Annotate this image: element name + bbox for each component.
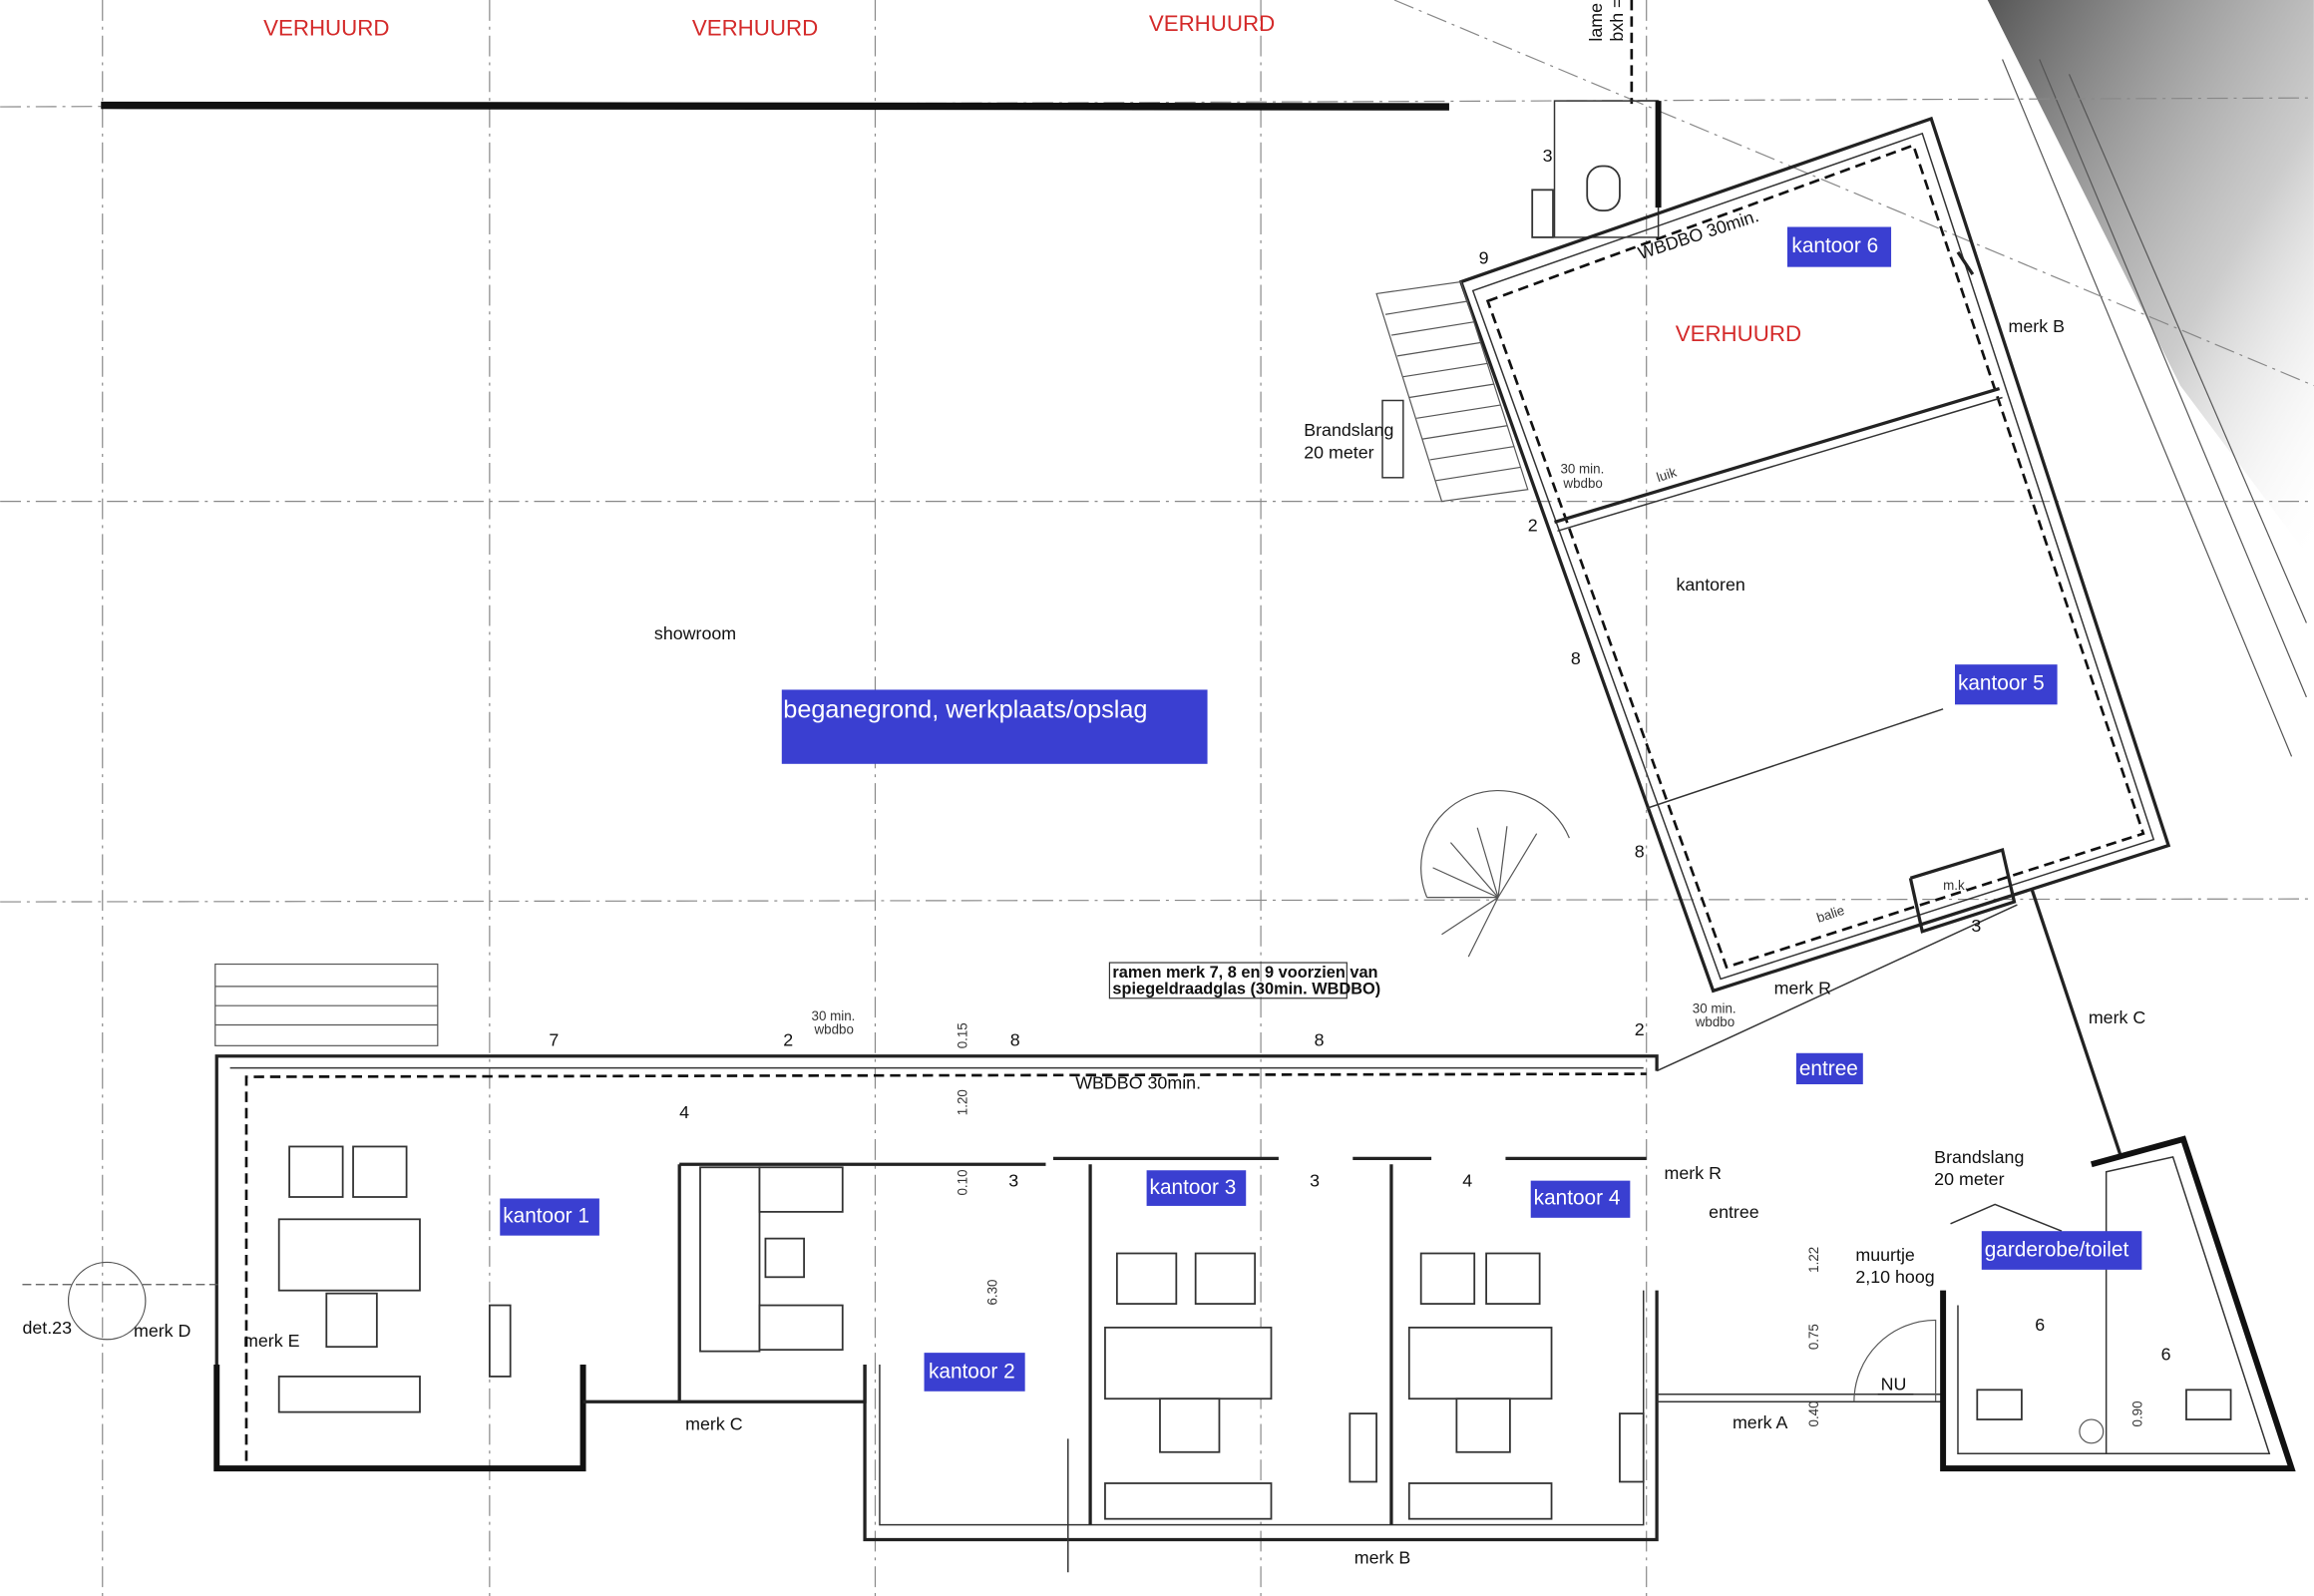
svg-text:30 min.: 30 min. [1560, 461, 1604, 476]
svg-text:kantoor 4: kantoor 4 [1534, 1186, 1621, 1209]
svg-text:wbdbo: wbdbo [1695, 1014, 1735, 1029]
svg-text:8: 8 [1571, 648, 1581, 668]
svg-text:2: 2 [783, 1029, 793, 1049]
svg-text:NU: NU [1881, 1374, 1907, 1394]
svg-text:3: 3 [1310, 1171, 1320, 1191]
svg-text:20 meter: 20 meter [1304, 442, 1373, 462]
svg-text:m.k.: m.k. [1943, 878, 1968, 893]
svg-text:2: 2 [1635, 1019, 1645, 1039]
svg-text:det.23: det.23 [22, 1318, 72, 1338]
svg-text:7: 7 [549, 1029, 559, 1049]
plan-annotations: showroom kantoren entree Brandslang 20 m… [22, 205, 2145, 1567]
svg-text:wbdbo: wbdbo [1562, 476, 1602, 491]
rented-label: VERHUURD [692, 16, 818, 41]
svg-text:WBDBO 30min.: WBDBO 30min. [1075, 1072, 1201, 1092]
svg-text:entree: entree [1709, 1202, 1759, 1222]
room-label-kantoor-6: kantoor 6 [1786, 226, 1892, 267]
svg-text:3: 3 [1971, 916, 1981, 936]
room-label-kantoor-2: kantoor 2 [924, 1353, 1025, 1392]
svg-text:9: 9 [1479, 248, 1489, 268]
svg-text:Brandslang: Brandslang [1304, 420, 1393, 440]
svg-text:merk R: merk R [1665, 1163, 1723, 1183]
svg-text:merk C: merk C [2089, 1007, 2146, 1027]
svg-text:merk A: merk A [1733, 1412, 1788, 1432]
svg-text:merk R: merk R [1774, 978, 1832, 998]
svg-text:0.90: 0.90 [2129, 1400, 2144, 1426]
svg-text:kantoren: kantoren [1676, 575, 1744, 595]
lower-office-block [213, 1054, 1659, 1573]
svg-text:kantoor 3: kantoor 3 [1150, 1176, 1237, 1199]
mark-numbers: 7 2 8 8 4 3 3 4 9 2 8 8 2 3 3 6 6 [549, 146, 2170, 1364]
svg-text:beganegrond, werkplaats/opslag: beganegrond, werkplaats/opslag [783, 696, 1147, 724]
svg-text:8: 8 [1635, 841, 1645, 861]
svg-text:1.22: 1.22 [1806, 1247, 1821, 1273]
svg-text:merk E: merk E [243, 1331, 300, 1351]
top-wall [101, 101, 1449, 111]
room-label-kantoor-1: kantoor 1 [500, 1198, 599, 1236]
svg-text:spiegeldraadglas (30min. WBDBO: spiegeldraadglas (30min. WBDBO) [1112, 980, 1380, 998]
room-label-kantoor-3: kantoor 3 [1146, 1170, 1247, 1206]
svg-text:6.30: 6.30 [984, 1280, 999, 1306]
svg-text:kantoor 6: kantoor 6 [1791, 234, 1878, 257]
rented-label: VERHUURD [263, 16, 389, 41]
detail-circle [67, 1261, 147, 1341]
svg-text:6: 6 [2161, 1345, 2171, 1365]
spiral-stair [1420, 789, 1570, 958]
svg-text:2: 2 [1528, 515, 1538, 535]
room-label-kantoor-5: kantoor 5 [1955, 664, 2058, 705]
svg-text:lame: lame [1586, 3, 1606, 42]
svg-text:1.20: 1.20 [956, 1089, 970, 1115]
rented-label: VERHUURD [1676, 321, 1801, 346]
svg-text:merk C: merk C [685, 1413, 743, 1433]
svg-text:Brandslang: Brandslang [1934, 1147, 2024, 1167]
street-lines [2002, 59, 2307, 757]
svg-text:2,10 hoog: 2,10 hoog [1855, 1267, 1934, 1287]
stairs-lower [214, 963, 439, 1046]
svg-text:6: 6 [2035, 1315, 2045, 1335]
svg-text:garderobe/toilet: garderobe/toilet [1985, 1238, 2129, 1261]
svg-text:0.15: 0.15 [956, 1022, 970, 1048]
svg-text:4: 4 [1462, 1171, 1472, 1191]
svg-text:ramen merk 7, 8 en 9 voorzien: ramen merk 7, 8 en 9 voorzien van [1112, 964, 1377, 982]
svg-text:kantoor 5: kantoor 5 [1958, 671, 2045, 694]
svg-text:3: 3 [1543, 146, 1553, 166]
room-label-garderobe: garderobe/toilet [1981, 1231, 2142, 1270]
room-label-kantoor-4: kantoor 4 [1530, 1180, 1631, 1218]
svg-text:kantoor 1: kantoor 1 [503, 1204, 589, 1227]
svg-text:luik: luik [1655, 465, 1679, 486]
room-label-main: beganegrond, werkplaats/opslag [781, 689, 1208, 764]
svg-text:30 min.: 30 min. [812, 1008, 856, 1023]
svg-text:entree: entree [1799, 1057, 1858, 1080]
svg-text:0.10: 0.10 [956, 1169, 970, 1195]
dimension-labels: 0.15 1.20 0.10 6.30 1.22 0.75 0.40 0.90 [956, 1022, 2145, 1426]
stairs-upper [1375, 280, 1529, 503]
svg-text:merk B: merk B [2009, 316, 2065, 336]
scan-shadow [1987, 0, 2314, 565]
svg-text:8: 8 [1315, 1029, 1325, 1049]
top-toilets [1531, 100, 1662, 238]
svg-text:0.40: 0.40 [1806, 1400, 1821, 1426]
svg-text:merk B: merk B [1354, 1547, 1410, 1567]
top-vertical-text: lame bxh = [1586, 0, 1627, 42]
svg-text:muurtje: muurtje [1855, 1245, 1915, 1265]
rented-label: VERHUURD [1149, 11, 1275, 36]
svg-text:30 min.: 30 min. [1693, 1001, 1736, 1016]
svg-text:3: 3 [1008, 1171, 1018, 1191]
svg-text:bxh =: bxh = [1607, 0, 1627, 42]
svg-text:0.75: 0.75 [1806, 1324, 1821, 1350]
svg-text:4: 4 [679, 1102, 689, 1122]
room-label-entree: entree [1795, 1052, 1863, 1084]
svg-text:kantoor 2: kantoor 2 [929, 1360, 1015, 1383]
svg-text:8: 8 [1010, 1029, 1020, 1049]
svg-text:merk D: merk D [134, 1321, 192, 1341]
svg-text:20 meter: 20 meter [1934, 1169, 2004, 1189]
svg-text:wbdbo: wbdbo [814, 1021, 854, 1036]
svg-text:showroom: showroom [654, 623, 736, 643]
office-block-kantoren [1458, 116, 2171, 994]
entrance-area [1656, 847, 2296, 1472]
